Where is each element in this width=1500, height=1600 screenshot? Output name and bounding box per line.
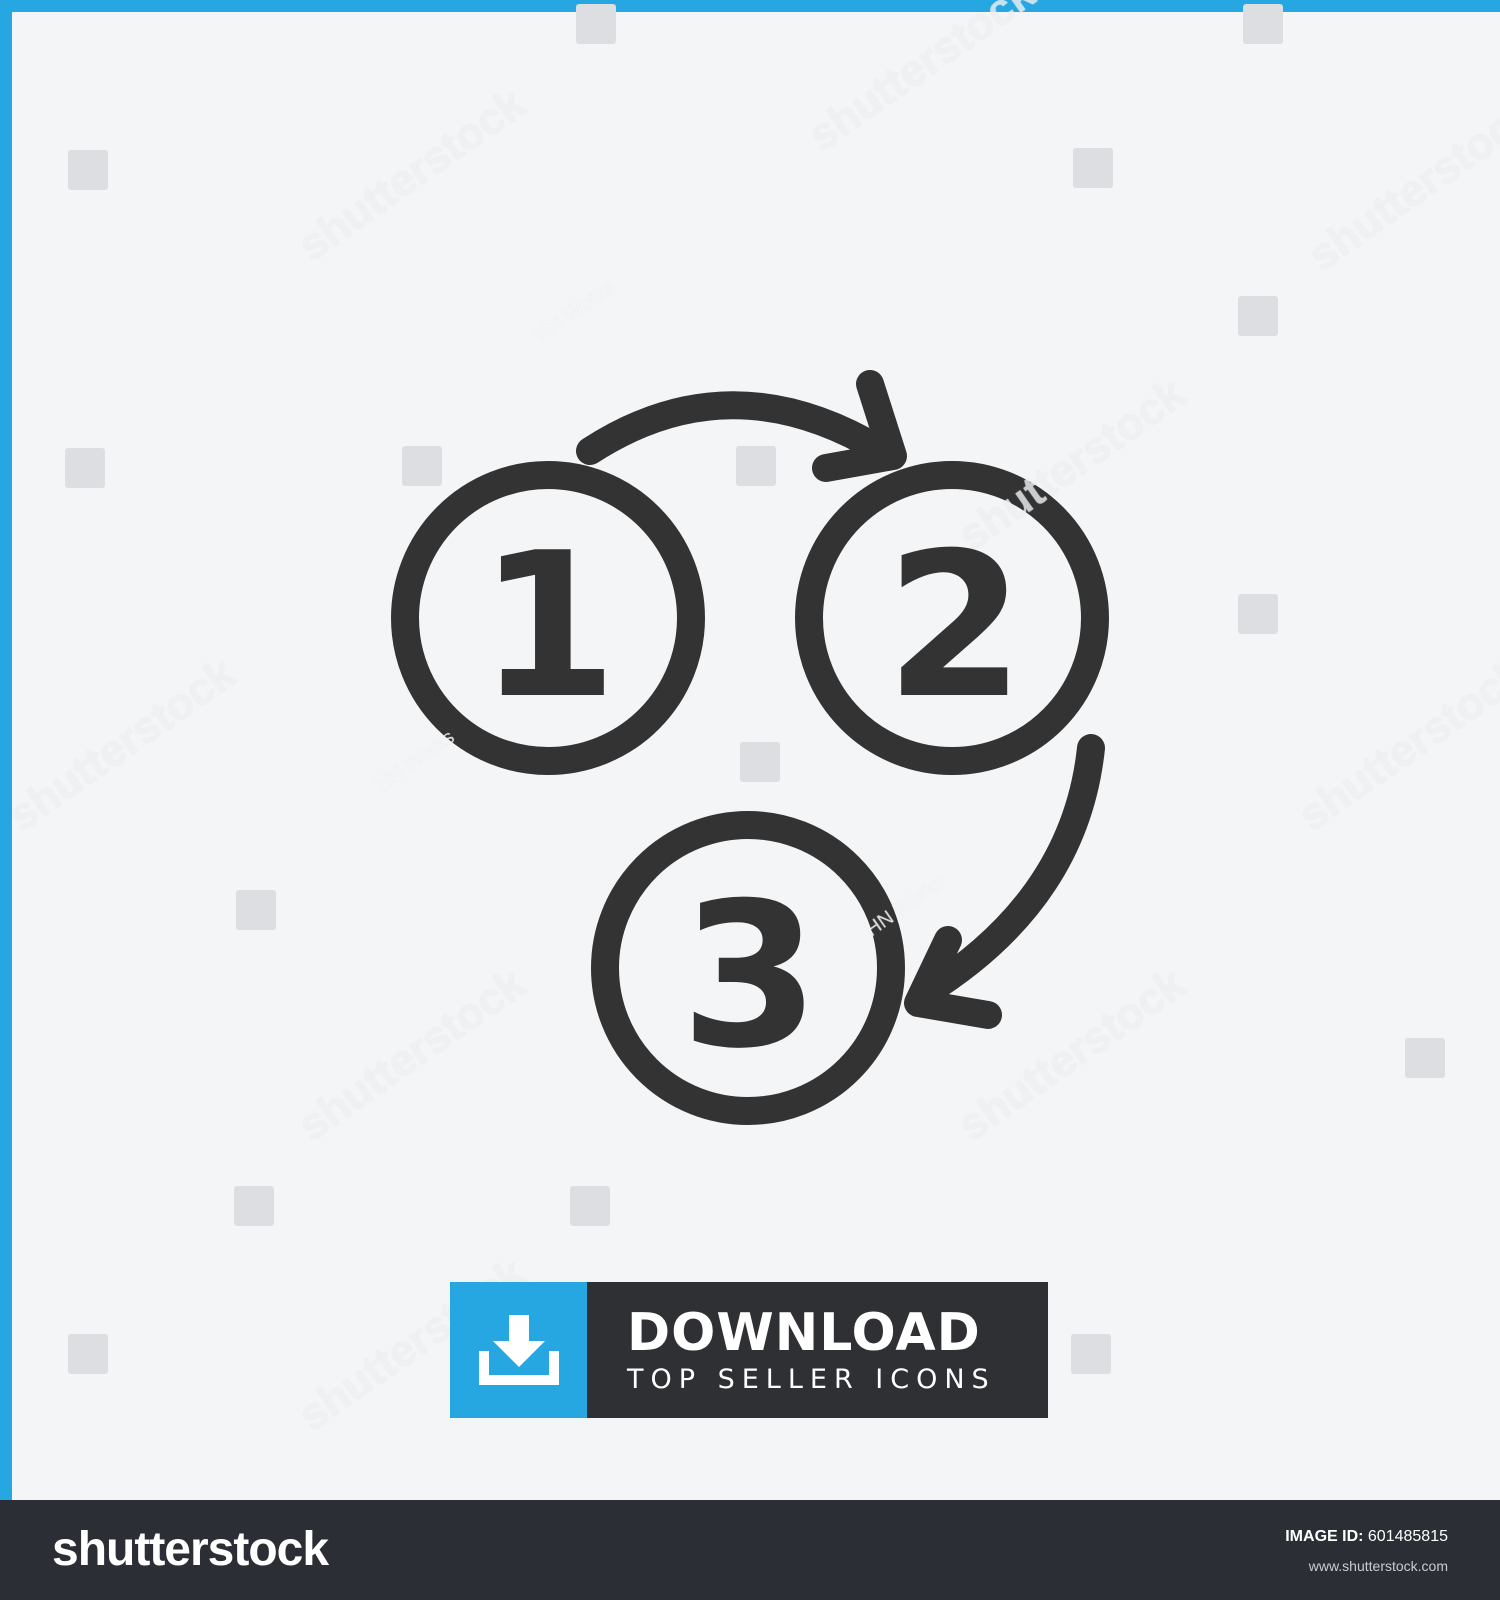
step-3-number: 3 bbox=[680, 860, 819, 1093]
arrow-1-to-2 bbox=[576, 391, 894, 465]
step-2-circle bbox=[795, 461, 1109, 775]
image-id: IMAGE ID: 601485815 bbox=[1285, 1528, 1448, 1546]
image-id-value: 601485815 bbox=[1367, 1528, 1448, 1545]
image-id-label: IMAGE ID: bbox=[1285, 1528, 1364, 1545]
arrow-2-to-3 bbox=[911, 734, 1105, 1007]
numbered-steps-cycle-icon: 1 2 3 bbox=[391, 370, 1109, 1125]
download-text-panel: DOWNLOAD TOP SELLER ICONS bbox=[587, 1282, 1048, 1418]
footer-bar: shutterstock IMAGE ID: 601485815 www.shu… bbox=[0, 1500, 1500, 1600]
step-3-circle bbox=[591, 811, 905, 1125]
step-1-circle bbox=[391, 461, 705, 775]
footer-url-link[interactable]: www.shutterstock.com bbox=[1308, 1558, 1448, 1574]
shutterstock-logo[interactable]: shutterstock bbox=[52, 1523, 329, 1576]
frame-left-border bbox=[0, 0, 12, 1500]
step-2-number: 2 bbox=[885, 510, 1024, 743]
download-banner[interactable]: DOWNLOAD TOP SELLER ICONS bbox=[450, 1282, 1048, 1418]
frame-top-border bbox=[0, 0, 1500, 12]
download-title: DOWNLOAD bbox=[627, 1303, 981, 1363]
step-1-number: 1 bbox=[478, 510, 617, 743]
download-subtitle: TOP SELLER ICONS bbox=[627, 1364, 996, 1395]
arrow-1-to-2-head bbox=[812, 370, 907, 482]
download-icon-panel bbox=[450, 1282, 587, 1418]
arrow-2-to-3-head bbox=[904, 926, 1002, 1029]
download-icon bbox=[478, 1315, 559, 1385]
